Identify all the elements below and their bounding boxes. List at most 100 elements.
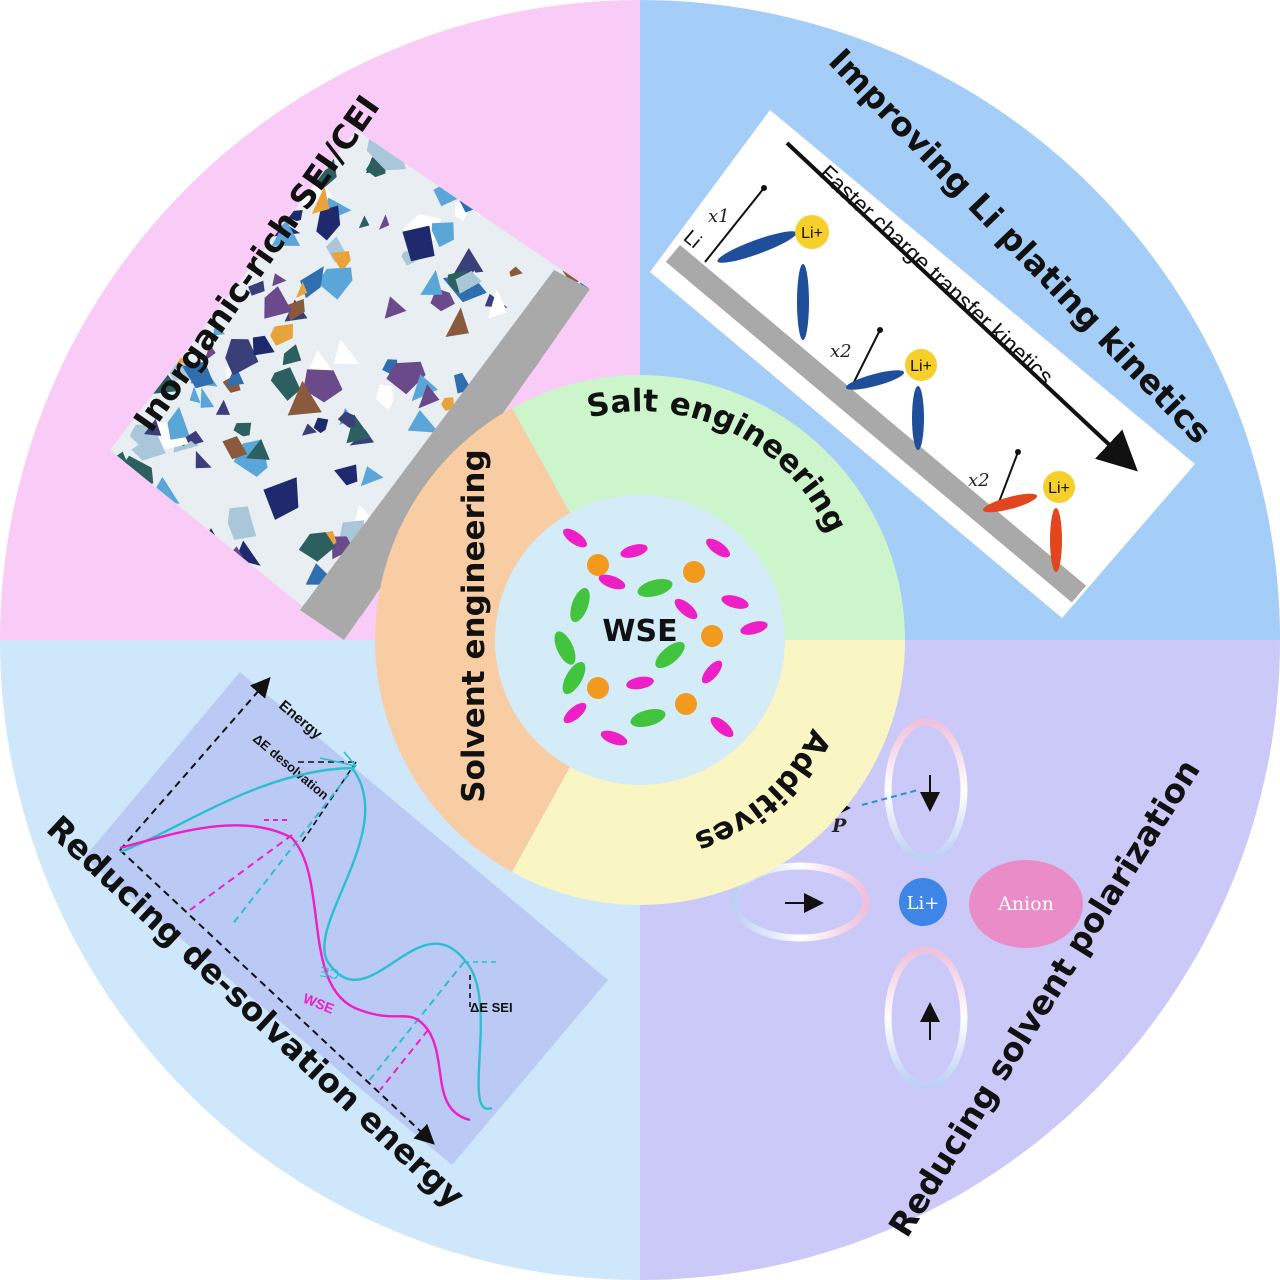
solvent-molecule (562, 661, 586, 695)
anion-molecule (706, 538, 730, 558)
mosaic-fragment (296, 281, 308, 298)
mosaic-fragment (509, 266, 523, 277)
solvent-molecule (1050, 508, 1062, 572)
energy-panel: Energy ΔE desolvation CE WSE ΔE SEI (84, 672, 608, 1165)
anion-molecule (674, 598, 698, 620)
mosaic-fragment (139, 174, 173, 197)
mosaic-fragment (233, 422, 252, 437)
mosaic-fragment (215, 399, 230, 415)
mosaic-fragment (311, 186, 330, 214)
mosaic-fragment (455, 270, 482, 294)
mosaic-fragment (453, 248, 484, 275)
anion-molecule (563, 528, 587, 548)
core-molecules (554, 528, 768, 746)
mosaic-fragment (407, 409, 439, 433)
polarization-vector-label: P (831, 815, 847, 837)
wse-curve (119, 824, 471, 1122)
marker-dot (1015, 449, 1021, 455)
solvation-group-2: x2 Li+ (830, 327, 937, 450)
mosaic-fragment (133, 179, 162, 209)
solvent-molecule (982, 493, 1038, 513)
anion-molecule (701, 660, 723, 684)
mosaic-fragment (445, 307, 469, 337)
marker-dot (761, 185, 767, 191)
mosaic-fragment (337, 411, 355, 428)
dipole-oval-left (730, 862, 870, 942)
anion-molecule (620, 544, 648, 558)
anion-molecule (598, 574, 626, 590)
mosaic-fragment (227, 506, 257, 540)
wse-guide-line (189, 834, 293, 911)
mosaic-fragment (222, 436, 248, 460)
mosaic-fragment (360, 466, 384, 487)
mosaic-fragment (226, 364, 244, 387)
li-ion (795, 215, 829, 249)
mosaic-fragment (316, 205, 341, 241)
distance-label-3: x2 (968, 470, 990, 491)
mosaic-fragment (384, 296, 407, 319)
cation-dot (701, 625, 723, 647)
cation-dot (587, 677, 609, 699)
mosaic-fragment (147, 159, 176, 176)
mosaic-fragment (378, 214, 390, 230)
mosaic-fragment (195, 450, 212, 469)
mosaic-fragment (182, 361, 214, 389)
mosaic-fragment (271, 219, 301, 246)
mosaic-fragment (330, 251, 351, 272)
anion-label: Anion (997, 893, 1054, 915)
cation-dot (683, 561, 705, 583)
mosaic-fragment (298, 532, 336, 562)
distance-marker-2 (850, 329, 881, 389)
anion-molecule (563, 702, 587, 724)
li-ion (1043, 471, 1075, 503)
mosaic-fragment (402, 225, 435, 262)
faster-kinetics-arrow (785, 141, 1138, 472)
mosaic-fragment (270, 323, 293, 346)
mosaic-fragment (203, 344, 216, 362)
mosaic-fragment (487, 289, 508, 319)
mosaic-fragment (303, 369, 343, 403)
anion-molecule (721, 595, 749, 609)
mosaic-fragment (186, 430, 204, 445)
solvent-molecule (717, 231, 797, 263)
mosaic-fragment (411, 374, 438, 402)
mosaic-fragment (286, 298, 305, 321)
anion-molecule (600, 730, 628, 746)
dipole-oval-bottom (884, 946, 968, 1090)
distance-label-1: x1 (708, 206, 730, 227)
solvation-group-3: x2 Li+ (968, 449, 1075, 572)
mosaic-fragment (110, 183, 127, 209)
ce-curve (119, 766, 493, 1110)
mosaic-fragment (144, 418, 162, 436)
mosaic-fragment (225, 339, 259, 376)
polarization-panel: P Li+ Anion (730, 718, 1083, 1090)
mosaic-fragment (375, 384, 394, 411)
solvent-molecule (637, 578, 673, 598)
li-ion-label: Li+ (1048, 480, 1070, 497)
wse-guide-line (379, 1029, 429, 1091)
ce-arrowhead (319, 751, 357, 767)
solvent-molecule (797, 264, 809, 340)
mosaic-fragment (121, 166, 136, 180)
dipole-oval-top (884, 718, 968, 862)
mosaic-fragment (302, 423, 317, 436)
mosaic-fragment (213, 322, 225, 336)
distance-label-2: x2 (830, 341, 852, 362)
solvent-engineering-label: Solvent engineering (456, 449, 492, 802)
mosaic-fragment (252, 335, 275, 356)
mosaic-fragment (111, 215, 130, 237)
mosaic-fragment (386, 361, 426, 395)
li-ion (905, 349, 937, 381)
li-ion-label: Li+ (910, 358, 932, 375)
li-ion-center (899, 878, 947, 926)
cation-dot (675, 693, 697, 715)
mosaic-fragment (282, 344, 302, 366)
mosaic-fragment (334, 464, 358, 486)
delta-sei-label: ΔE SEI (470, 1000, 513, 1015)
cation-dot (587, 554, 609, 576)
mosaic-fragment (263, 477, 299, 520)
solvent-molecule (912, 386, 924, 450)
mosaic-fragment (270, 367, 301, 401)
